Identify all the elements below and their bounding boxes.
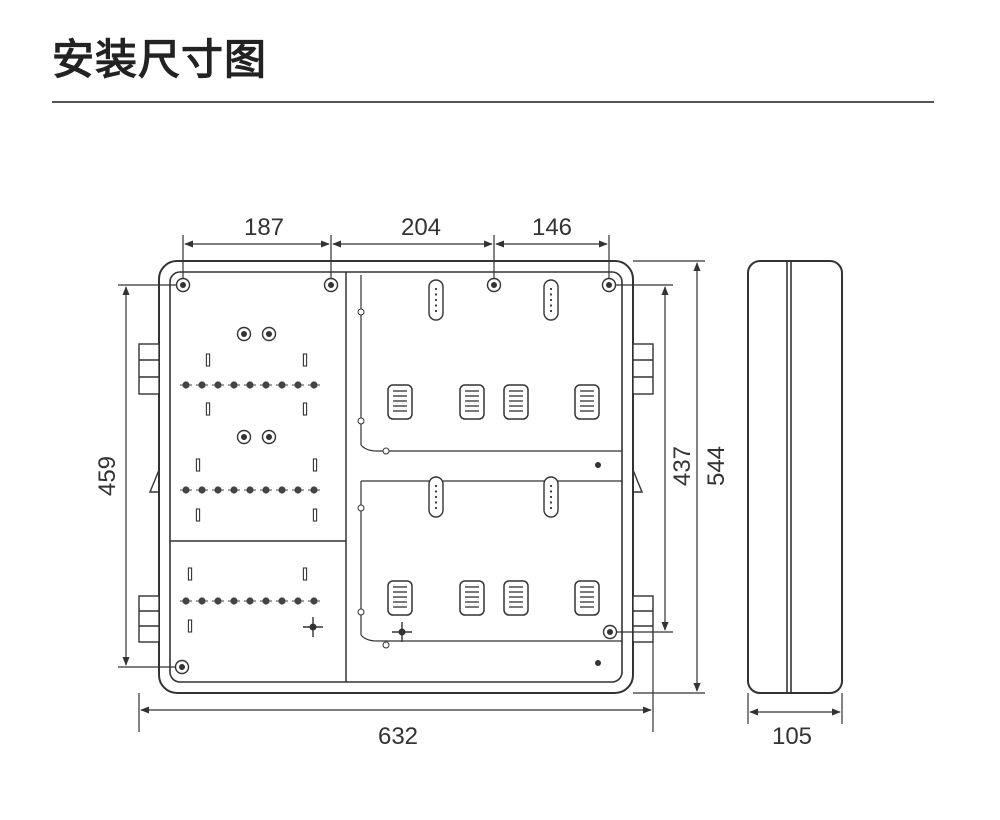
dimension-lines [118,235,843,732]
dim-label-105: 105 [772,723,812,750]
dim-label-544: 544 [703,446,730,486]
dim-label-204: 204 [401,214,441,241]
dim-label-146: 146 [532,214,572,241]
dim-label-437: 437 [669,446,696,486]
page-title: 安装尺寸图 [52,35,268,84]
front-view [138,260,654,694]
dim-label-187: 187 [244,214,284,241]
dim-label-632: 632 [378,723,418,750]
title-divider [52,101,934,103]
side-view [747,260,843,694]
dim-label-459: 459 [94,456,121,496]
